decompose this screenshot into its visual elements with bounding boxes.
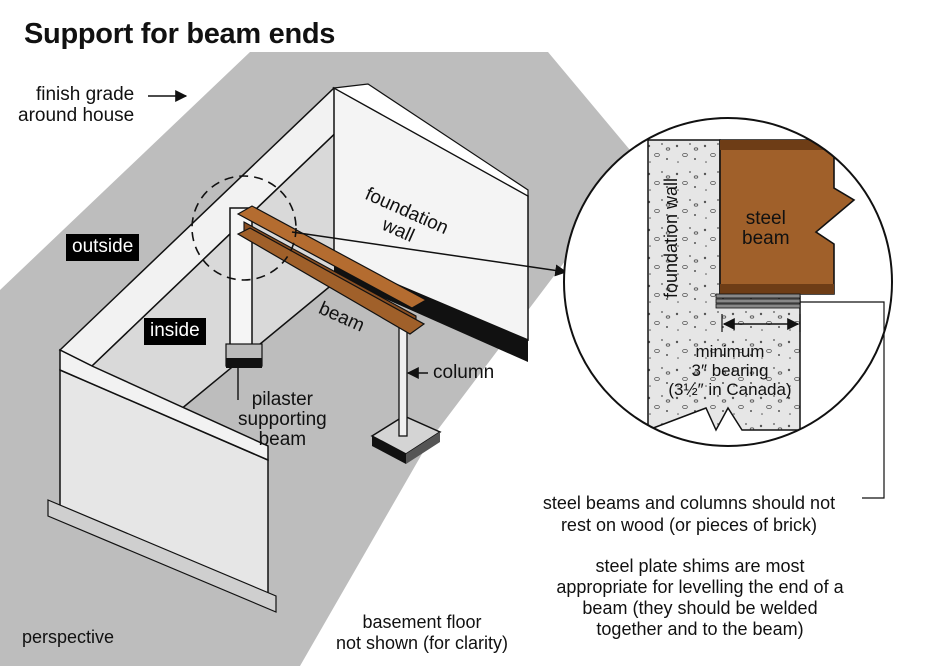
- steel-beam-label-line1: steel: [745, 208, 786, 229]
- shims-note-line3: beam (they should be welded: [582, 598, 818, 618]
- steel-beam-label: steel beam: [742, 209, 790, 249]
- steel-wood-note-line2: rest on wood (or pieces of brick): [560, 515, 818, 535]
- finish-grade-label-line1: finish grade: [35, 84, 135, 105]
- beam-top-flange: [236, 205, 428, 309]
- detail-circle-outline: [563, 117, 893, 447]
- note-leader: [800, 301, 885, 499]
- shims-note-line4: together and to the beam): [596, 619, 804, 639]
- column-label: column: [433, 362, 495, 383]
- detail-leader-arrow-icon: [291, 231, 568, 277]
- back-wall-top: [332, 83, 529, 198]
- steel-beam-label-line2: beam: [742, 228, 790, 249]
- page-title: Support for beam ends: [24, 18, 336, 50]
- detail-wall-label: foundation wall: [661, 177, 682, 299]
- basement-floor-note-line2: not shown (for clarity): [335, 633, 509, 653]
- dashed-circle-icon: [191, 175, 297, 281]
- beam-bottom-flange: [236, 227, 426, 335]
- outside-label: outside: [66, 234, 140, 261]
- bearing-label-line2: 3″ bearing: [691, 361, 769, 380]
- basement-floor-note-line1: basement floor: [362, 612, 482, 632]
- pilaster-label: pilaster supporting beam: [238, 390, 327, 450]
- steel-wood-note: steel beams and columns should not rest …: [518, 492, 860, 536]
- shims-note-line2: appropriate for levelling the end of a: [556, 577, 844, 597]
- shims-note-line1: steel plate shims are most: [595, 556, 805, 576]
- column: [398, 317, 408, 437]
- steel-shims: [715, 293, 801, 299]
- front-wall-top: [59, 348, 269, 462]
- pilaster-label-line2: supporting: [238, 409, 327, 430]
- footing-front: [47, 499, 277, 613]
- bearing-label: minimum 3″ bearing (3½″ in Canada): [644, 342, 816, 399]
- steel-wood-note-line1: steel beams and columns should not: [542, 493, 836, 513]
- basement-floor-note: basement floor not shown (for clarity): [306, 612, 538, 654]
- bearing-label-line1: minimum: [695, 342, 765, 361]
- finish-grade-label: finish grade around house: [18, 84, 134, 126]
- perspective-label: perspective: [22, 627, 115, 647]
- pilaster-label-line3: beam: [258, 429, 307, 450]
- bearing-label-line3: (3½″ in Canada): [668, 380, 792, 399]
- shims-note: steel plate shims are most appropriate f…: [510, 556, 890, 640]
- finish-grade-label-line2: around house: [18, 105, 135, 126]
- detail-view: [564, 118, 892, 446]
- pilaster-label-line1: pilaster: [251, 389, 313, 410]
- inside-label: inside: [144, 318, 206, 345]
